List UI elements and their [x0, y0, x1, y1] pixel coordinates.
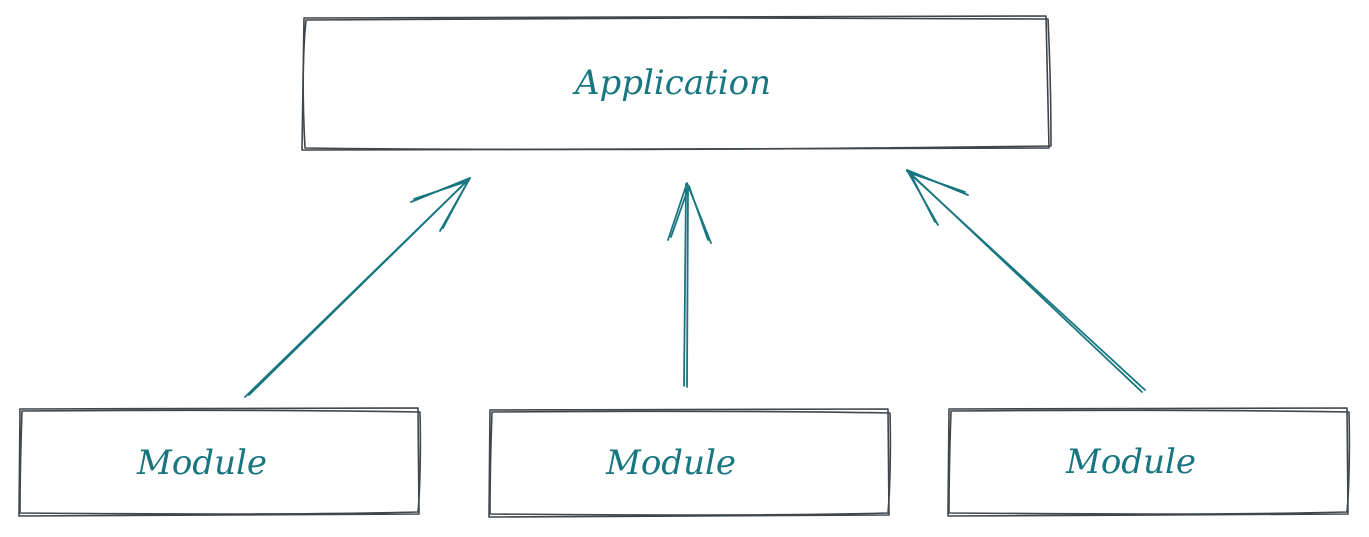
edge-module-2-to-application — [667, 182, 712, 388]
module-3-label: Module — [1065, 442, 1196, 482]
module-1-label: Module — [136, 443, 267, 483]
application-node[interactable]: Application — [301, 15, 1052, 151]
application-box-outline-sketch — [302, 17, 1052, 151]
module-node-3[interactable]: Module — [947, 407, 1351, 517]
application-label: Application — [572, 63, 771, 103]
arrow-2-shaft — [683, 183, 687, 387]
arrow-2-shaft-sketch — [686, 185, 689, 388]
module-1-box-outline-sketch — [19, 409, 422, 515]
arrow-1-shaft-sketch — [248, 177, 471, 396]
edge-module-1-to-application — [244, 177, 471, 398]
module-2-label: Module — [605, 443, 736, 483]
arrow-2-head — [667, 182, 712, 244]
arrow-3-head-sketch — [909, 172, 966, 223]
module-node-2[interactable]: Module — [488, 408, 892, 518]
module-3-box-outline — [947, 407, 1349, 517]
module-2-box-outline — [488, 408, 890, 518]
module-1-box-outline — [18, 407, 420, 517]
module-node-1[interactable]: Module — [18, 407, 422, 517]
edge-module-3-to-application — [906, 169, 1146, 393]
module-2-box-outline-sketch — [489, 410, 892, 516]
arrow-1-head-sketch — [413, 180, 469, 229]
module-3-box-outline-sketch — [948, 409, 1351, 515]
arrow-2-head-sketch — [670, 185, 709, 241]
arrow-3-shaft-sketch — [909, 172, 1143, 393]
